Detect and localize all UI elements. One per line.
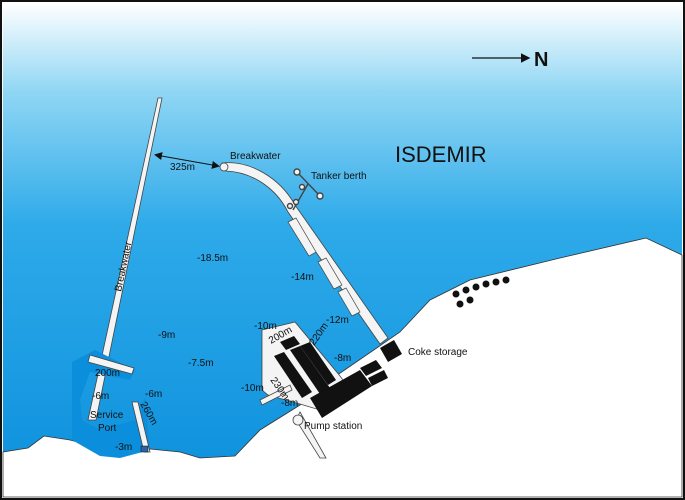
breakwater-east-label: Breakwater [230,151,281,162]
depth-label: -14m [291,272,314,283]
east-breakwater [221,162,389,345]
coke-storage-label: Coke storage [408,347,468,358]
gap-label: 325m [170,162,195,173]
depth-label: -18.5m [197,253,228,264]
pump-station-label: Pump station [304,421,362,432]
service-pier [87,354,135,375]
service-port-label: Port [98,423,117,434]
coke-storage-piles [452,276,510,308]
depth-label: -8m [281,398,298,409]
depth-label: -6m [145,389,162,400]
depth-label: -3m [115,442,132,453]
tanker-berth-label: Tanker berth [311,171,367,182]
tanker-berth [286,168,324,211]
pump-station [292,411,327,459]
depth-label: -7.5m [188,358,214,369]
gap-dimension-arrow [154,152,220,169]
service-port-label: Service [90,410,124,421]
depth-label: -10m [241,383,264,394]
service-port-basin [72,350,150,458]
service-port-jetty [131,401,151,453]
west-breakwater [87,97,163,421]
west-jetty [259,384,293,406]
plant-buildings [274,336,402,418]
length-label: 200m [95,368,120,379]
service-port-marker [140,445,149,453]
breakwater-head [219,162,229,172]
map-title: ISDEMIR [395,142,487,167]
depth-label: -12m [326,315,349,326]
depth-label: -8m [334,353,351,364]
land-area [2,237,683,498]
depth-label: -10m [254,321,277,332]
depth-label: -9m [158,330,175,341]
north-label: N [534,49,548,71]
breakwater-slots [287,217,361,317]
depth-label: -6m [92,391,109,402]
